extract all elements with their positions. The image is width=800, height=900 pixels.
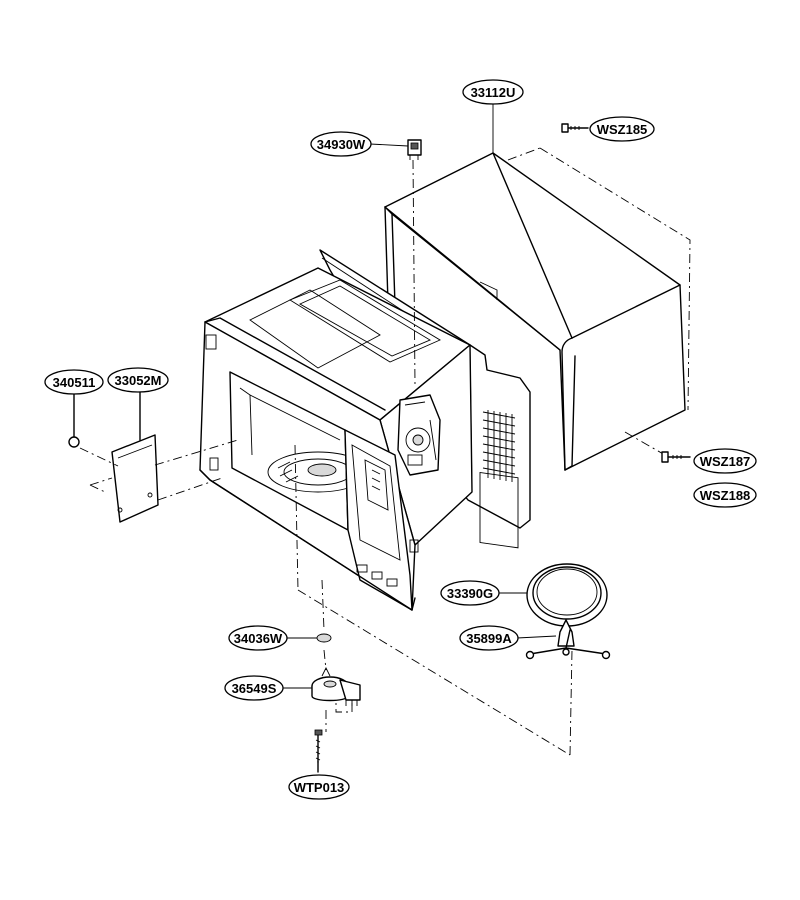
part-33052M-plate	[111, 391, 159, 523]
callout-33052M: 33052M	[107, 367, 169, 393]
vent-grille	[479, 410, 519, 549]
callout-34036W-label: 34036W	[234, 631, 283, 646]
part-35899A-roller-ring	[525, 619, 611, 660]
callout-36549S-label: 36549S	[232, 681, 277, 696]
callout-33112U: 33112U	[462, 79, 524, 105]
part-34930W-switch	[407, 139, 422, 160]
callout-340511-label: 340511	[53, 375, 96, 390]
callout-WSZ187-label: WSZ187	[700, 454, 751, 469]
leader-lines	[283, 104, 557, 689]
callout-WSZ185-label: WSZ185	[597, 122, 648, 137]
callout-35899A-label: 35899A	[466, 631, 512, 646]
callout-340511: 340511	[44, 369, 104, 395]
part-WSZ185-screw	[561, 123, 589, 133]
part-33390G-glass-tray	[526, 563, 608, 627]
part-WSZ187-screw	[624, 431, 691, 463]
callout-34036W: 34036W	[228, 625, 288, 651]
callout-WSZ188: WSZ188	[693, 482, 757, 508]
part-34036W-coupler	[316, 633, 332, 643]
callout-33052M-label: 33052M	[115, 373, 162, 388]
callout-33112U-label: 33112U	[471, 85, 516, 100]
part-36549S-motor	[311, 666, 361, 706]
magnetron-assembly	[397, 394, 441, 476]
callout-WTP013: WTP013	[288, 774, 350, 800]
callout-34930W-label: 34930W	[317, 137, 366, 152]
callout-WTP013-label: WTP013	[294, 780, 345, 795]
callout-33390G-label: 33390G	[447, 586, 493, 601]
part-340511-screw	[68, 393, 80, 448]
oven-cavity-chassis	[199, 159, 531, 611]
left-alignment-lines	[79, 439, 299, 591]
callout-WSZ185: WSZ185	[589, 116, 655, 142]
callout-36549S: 36549S	[224, 675, 284, 701]
callout-35899A: 35899A	[459, 625, 519, 651]
callout-WSZ187: WSZ187	[693, 448, 757, 474]
callout-34930W: 34930W	[310, 131, 372, 157]
part-WTP013-screw	[314, 729, 323, 773]
callout-33390G: 33390G	[440, 580, 500, 606]
callout-WSZ188-label: WSZ188	[700, 488, 751, 503]
